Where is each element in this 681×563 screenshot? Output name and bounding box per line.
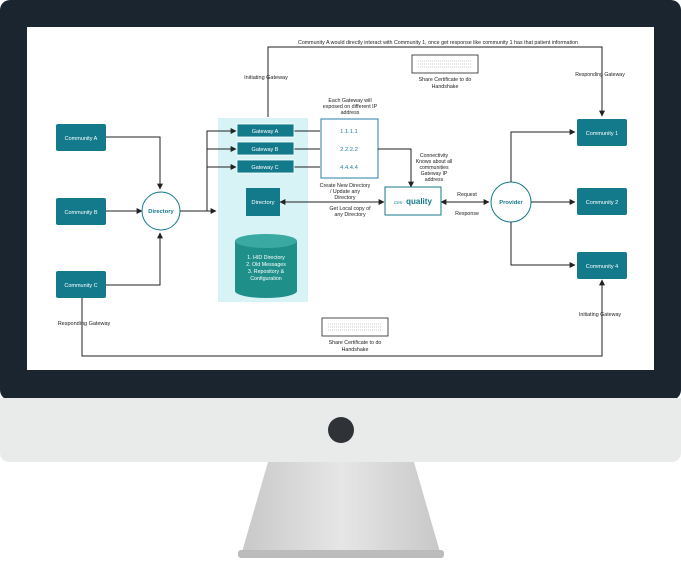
gateway-c-box[interactable]: Gateway C (236, 159, 295, 174)
svg-text:Community C: Community C (64, 283, 97, 289)
svg-text:Community B: Community B (64, 210, 97, 216)
responding-gateway-right-label: Responding Gateway (575, 72, 625, 78)
local-copy-line1: Get Local copy of (329, 206, 371, 212)
connectivity-line5: address (425, 177, 444, 183)
camera-button-icon[interactable] (328, 417, 354, 443)
directory-node[interactable]: Directory (141, 191, 181, 231)
directory-box[interactable]: Directory (246, 188, 280, 216)
community-2-box[interactable]: Community 2 (577, 188, 627, 215)
svg-text:Community 1: Community 1 (586, 131, 618, 137)
top-note: Community A would directly interact with… (298, 40, 578, 46)
community-1-box[interactable]: Community 1 (577, 119, 627, 146)
ip-note-line1: Each Gateway will (328, 98, 371, 104)
provider-node[interactable]: Provider (490, 181, 532, 223)
monitor-base (238, 550, 444, 558)
top-connector (267, 46, 605, 117)
community-a-box[interactable]: Community A (56, 124, 106, 151)
svg-text:Provider: Provider (499, 200, 523, 206)
svg-text:Gateway C: Gateway C (251, 165, 278, 171)
screen (27, 27, 654, 370)
svg-text:Directory: Directory (251, 200, 274, 206)
create-dir-line1: Create New Directory (320, 183, 371, 189)
share-cert-bottom-line2: Handshake (342, 347, 369, 353)
database-cylinder: 1. HID Directory 2. Old Messages 3. Repo… (235, 234, 297, 298)
quality-logo-box[interactable]: Cen quality (384, 186, 442, 216)
community-c-box[interactable]: Community C (56, 271, 106, 298)
svg-text:3. Repository &: 3. Repository & (248, 269, 285, 275)
ip-note-line3: address (341, 110, 360, 116)
left-connectors (81, 136, 605, 357)
connectivity-line1: Connectivity (420, 153, 449, 159)
gateway-a-box[interactable]: Gateway A (236, 123, 295, 138)
svg-text:Community 4: Community 4 (586, 264, 618, 270)
connectivity-line2: Knows about all (416, 159, 453, 165)
connectivity-line3: communities (419, 165, 449, 171)
community-4-box[interactable]: Community 4 (577, 252, 627, 279)
svg-text:Configuration: Configuration (250, 276, 282, 282)
local-copy-line2: any Directory (334, 212, 366, 218)
svg-text:quality: quality (406, 197, 432, 206)
svg-text:4.4.4.4: 4.4.4.4 (340, 165, 359, 171)
responding-gateway-left-label: Responding Gateway (58, 321, 111, 327)
share-cert-bottom-line1: Share Certificate to do (329, 340, 382, 346)
ip-connectors (279, 148, 490, 205)
response-label: Response (455, 211, 479, 217)
share-cert-top-line1: Share Certificate to do (419, 77, 472, 83)
ip-note-line2: exposed on different IP (323, 104, 378, 110)
connectivity-line4: Gateway IP (421, 171, 448, 177)
create-dir-line3: Directory (334, 195, 356, 201)
svg-text:1. HID Directory: 1. HID Directory (247, 255, 285, 261)
svg-text:2. Old Messages: 2. Old Messages (246, 262, 286, 268)
create-dir-line2: / Update any (330, 189, 360, 195)
share-cert-top-line2: Handshake (432, 84, 459, 90)
request-label: Request (457, 192, 477, 198)
svg-text:Gateway A: Gateway A (252, 129, 279, 135)
gateway-b-box[interactable]: Gateway B (236, 141, 295, 156)
directory-connectors (180, 128, 320, 214)
svg-text:1.1.1.1: 1.1.1.1 (340, 129, 358, 135)
monitor-stand (242, 462, 440, 552)
svg-text:Community A: Community A (65, 136, 98, 142)
svg-text:Community 2: Community 2 (586, 200, 618, 206)
provider-connectors (510, 129, 576, 268)
initiating-gateway-label: Initiating Gateway (244, 75, 288, 81)
svg-text:Cen: Cen (394, 200, 403, 206)
svg-text:2.2.2.2: 2.2.2.2 (340, 147, 358, 153)
initiating-gateway-right-label: Initiating Gateway (579, 312, 621, 318)
ip-address-box: 1.1.1.1 2.2.2.2 4.4.4.4 (320, 118, 379, 179)
svg-text:Directory: Directory (148, 209, 174, 215)
svg-text:Gateway B: Gateway B (252, 147, 279, 153)
community-b-box[interactable]: Community B (56, 198, 106, 225)
